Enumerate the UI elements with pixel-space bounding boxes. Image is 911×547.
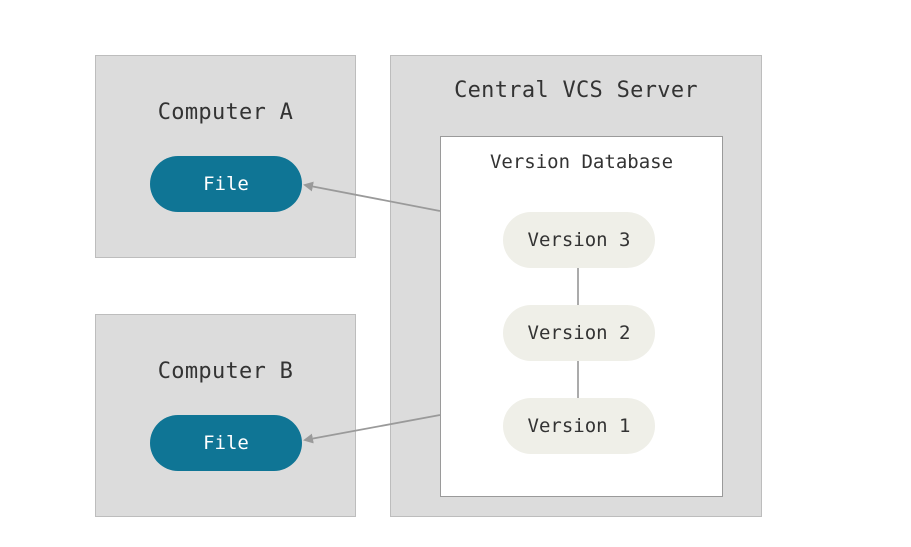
computer-b-file: File — [150, 415, 302, 471]
version-3-node: Version 3 — [503, 212, 655, 268]
version-1-node: Version 1 — [503, 398, 655, 454]
version-2-node: Version 2 — [503, 305, 655, 361]
server-title: Central VCS Server — [454, 78, 698, 103]
computer-a-box: Computer A — [95, 55, 356, 258]
computer-b-title: Computer B — [157, 359, 294, 384]
version-database-title: Version Database — [489, 151, 674, 173]
computer-a-title: Computer A — [157, 100, 294, 125]
computer-a-file: File — [150, 156, 302, 212]
